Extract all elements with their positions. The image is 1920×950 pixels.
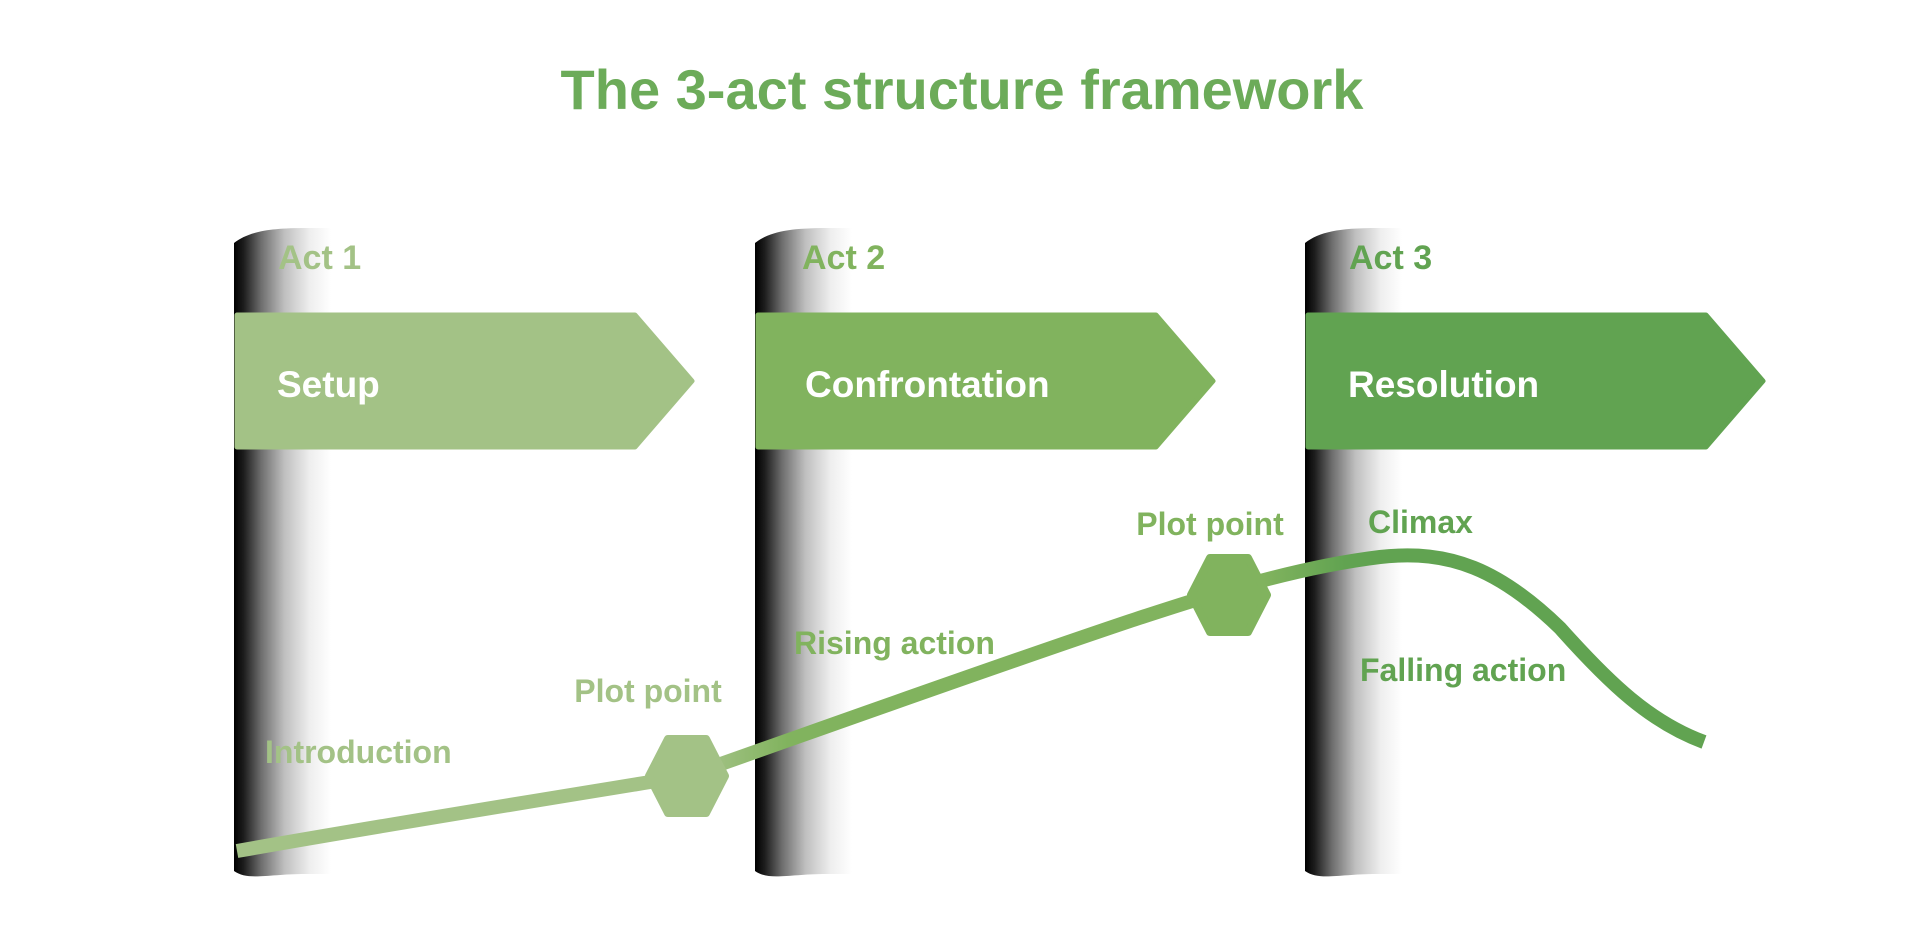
act2-label: Act 2: [802, 239, 885, 277]
act3-label: Act 3: [1349, 239, 1432, 277]
act1-stage-arrow: [234, 312, 695, 450]
page-title: The 3-act structure framework: [561, 58, 1365, 121]
story-tension-curve: [235, 548, 1707, 858]
falling-action-annotation: Falling action: [1360, 652, 1566, 688]
plot-point-2-annotation: Plot point: [1136, 506, 1284, 542]
rising-action-annotation: Rising action: [794, 625, 995, 661]
plot-point-1-annotation: Plot point: [574, 673, 722, 709]
act2-stage-label: Confrontation: [805, 364, 1050, 405]
act3-stage-label: Resolution: [1348, 364, 1539, 405]
act1-stage-label: Setup: [277, 364, 380, 405]
plot-point-2-hexagon-icon: [1187, 554, 1271, 636]
climax-annotation: Climax: [1368, 504, 1473, 540]
act2-stage-arrow: [755, 312, 1216, 450]
act3-stage-arrow: [1305, 312, 1766, 450]
act1-label: Act 1: [278, 239, 361, 277]
plot-point-1-hexagon-icon: [645, 735, 729, 817]
introduction-annotation: Introduction: [265, 734, 452, 770]
